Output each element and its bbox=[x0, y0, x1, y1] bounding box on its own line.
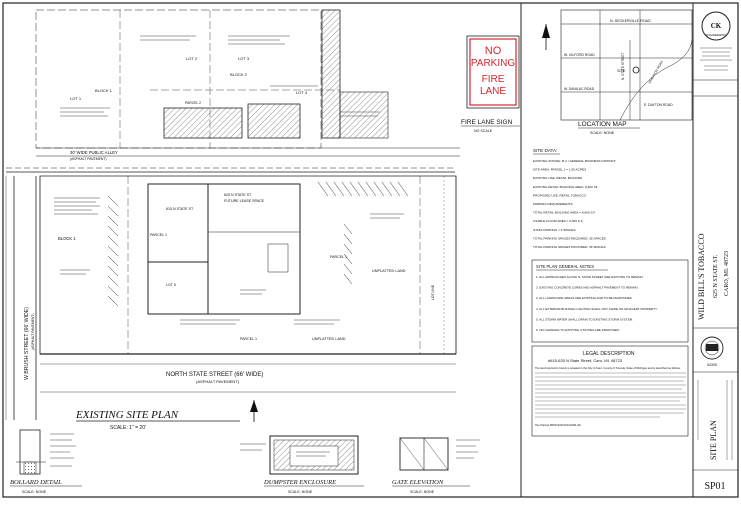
title-block: CK ENGINEERING WILD BILL'S TOBACCO 625 N… bbox=[693, 11, 738, 492]
bollard-detail: BOLLARD DETAIL SCALE: NONE bbox=[10, 429, 82, 494]
map-road-2: W. GILFORD ROAD bbox=[564, 53, 595, 57]
engineer-logo-initials: CK bbox=[711, 22, 722, 30]
block1-label: BLOCK 1 bbox=[95, 88, 113, 93]
site-data-line: STAFF PARKING = 3 SPACES bbox=[533, 228, 576, 232]
unplatted-label-2: UNPLATTED LAND bbox=[312, 337, 346, 341]
parcel1-label-2: PARCEL 1 bbox=[240, 337, 257, 341]
lot4-label: LOT 4 bbox=[296, 90, 308, 95]
sign-line4: LANE bbox=[480, 86, 506, 97]
parking-stalls-west bbox=[107, 195, 119, 307]
map-road-3: W. SANILAC ROAD bbox=[564, 87, 595, 91]
west-street-label: W BRUSH STREET (66' WIDE) bbox=[24, 307, 30, 380]
plan-title: EXISTING SITE PLAN bbox=[75, 409, 179, 421]
location-map-scale: SCALE: NONE bbox=[590, 131, 615, 135]
location-map: N. DECKERVILLE ROAD W. GILFORD ROAD W. S… bbox=[560, 9, 693, 135]
general-note-line: 3. ALL LANDSCAPE AREAS ARE EXISTING AND … bbox=[536, 296, 633, 300]
gate-scale: SCALE: NONE bbox=[410, 490, 435, 494]
project-address-1: 625 N STATE ST. bbox=[713, 254, 719, 298]
site-data-line: TOTAL RETAIL BUILDING AREA = 8,400 S.F. bbox=[533, 211, 596, 215]
existing-site-plan: 30' WIDE PUBLIC ALLEY (ASPHALT PAVEMENT)… bbox=[5, 9, 460, 431]
block1-site-label: BLOCK 1 bbox=[58, 236, 76, 241]
lot5-label: LOT 5 bbox=[166, 283, 176, 287]
sheet-title: SITE PLAN bbox=[709, 420, 718, 460]
sign-scale: NO SCALE bbox=[474, 129, 493, 133]
sign-line1: NO bbox=[485, 45, 502, 57]
site-data-line: PROPOSED USE: RETAIL TOBACCO bbox=[533, 193, 587, 197]
legal-address: #615-625 N State Street, Caro, MI. 48723 bbox=[548, 358, 623, 363]
west-street-sub: (ASPHALT PAVEMENT) bbox=[31, 314, 35, 351]
parcel2-label: PARCEL 2 bbox=[185, 101, 201, 105]
gate-elevation-detail: GATE ELEVATION SCALE: NONE bbox=[392, 437, 480, 494]
legal-body: The land referred to herein is situated … bbox=[535, 366, 681, 370]
general-notes-title: SITE PLAN GENERAL NOTES bbox=[536, 264, 594, 269]
map-road-5: N. STATE STREET bbox=[621, 53, 625, 80]
sign-line3: FIRE bbox=[482, 74, 505, 85]
engineer-logo-name: ENGINEERING bbox=[705, 33, 727, 37]
lot2-label: LOT 2 bbox=[186, 56, 198, 61]
unplatted-label: UNPLATTED LAND bbox=[372, 269, 406, 273]
south-street-sub: (ASPHALT PAVEMENT) bbox=[196, 379, 240, 384]
site-data-block: SITE DATA: EXISTING ZONING: B-2 / GENERA… bbox=[533, 148, 616, 249]
site-data-line: USABLE FLOOR AREA = 6,300 S.F. bbox=[533, 219, 583, 223]
sign-title: FIRE LANE SIGN bbox=[461, 119, 513, 126]
block2-label: BLOCK 2 bbox=[230, 72, 248, 77]
general-note-line: 1. ALL APPROACHES ALONG N. STATE STREET … bbox=[536, 275, 644, 279]
parking-stalls-east bbox=[317, 181, 409, 285]
site-data-line: SITE AREA: PARCEL 1 = 1.05 ACRES bbox=[533, 168, 586, 172]
general-note-line: 6. NO CHANGES TO EXISTING UTILITIES ARE … bbox=[536, 328, 620, 332]
general-note-line: 2. EXISTING CONCRETE CURBS AND ASPHALT P… bbox=[536, 286, 639, 290]
map-road-6: WHEATON ROAD bbox=[647, 59, 664, 84]
fire-lane-sign: NO PARKING FIRE LANE FIRE LANE SIGN NO S… bbox=[461, 35, 520, 133]
site-data-line: EXISTING ZONING: B-2 / GENERAL BUSINESS … bbox=[533, 159, 616, 163]
building-a-sub: FUTURE LEASE SPACE bbox=[224, 199, 265, 203]
site-data-line: TOTAL PARKING SPACES PROVIDED: 36 SPACES bbox=[533, 245, 606, 249]
lot-line-label: LOT LINE bbox=[431, 284, 435, 300]
lot1-label: LOT 1 bbox=[70, 96, 82, 101]
general-note-line: 4. ALL EXTERIOR BUILDING LIGHTING SHALL … bbox=[536, 307, 658, 311]
dumpster-title: DUMPSTER ENCLOSURE bbox=[263, 479, 336, 486]
bollard-title: BOLLARD DETAIL bbox=[10, 479, 62, 486]
map-road-1: N. DECKERVILLE ROAD bbox=[610, 19, 651, 23]
site-data-line: EXISTING RETAIL BUILDING AREA: 8,400 SF bbox=[533, 185, 598, 189]
project-address-2: CARO, MI. 48723 bbox=[724, 251, 730, 296]
dumpster-scale: SCALE: NONE bbox=[288, 490, 313, 494]
site-data-line: PARKING REQUIREMENTS: bbox=[533, 202, 573, 206]
dumpster-enclosure-detail: DUMPSTER ENCLOSURE SCALE: NONE bbox=[240, 435, 364, 494]
building-a-label: 625 N STATE ST bbox=[224, 193, 252, 197]
map-road-4: E. DAYTON ROAD bbox=[644, 103, 673, 107]
legal-description-block: LEGAL DESCRIPTION #615-625 N State Stree… bbox=[531, 345, 689, 437]
south-street-label: NORTH STATE STREET (66' WIDE) bbox=[166, 372, 263, 378]
gate-title: GATE ELEVATION bbox=[392, 479, 444, 486]
alley-label: 30' WIDE PUBLIC ALLEY bbox=[70, 150, 118, 155]
site-data-line: TOTAL PARKING SPACES REQUIRED: 35 SPACES bbox=[533, 236, 606, 240]
site-data-title: SITE DATA: bbox=[533, 148, 557, 153]
building-b-label: 615 N STATE ST bbox=[166, 207, 194, 211]
bollard-scale: SCALE: NONE bbox=[22, 490, 47, 494]
sign-line2: PARKING bbox=[471, 58, 515, 69]
general-note-line: 5. ALL STORM WATER SHALL DRAIN TO EXISTI… bbox=[536, 317, 633, 321]
engineer-seal: 64305 bbox=[700, 336, 724, 367]
sheet-number: SP01 bbox=[704, 481, 725, 492]
alley-sub-label: (ASPHALT PAVEMENT) bbox=[70, 157, 107, 161]
plan-scale: SCALE: 1" = 20' bbox=[110, 425, 146, 431]
north-arrow-top-icon bbox=[542, 24, 550, 50]
north-arrow-icon bbox=[250, 400, 258, 422]
location-map-title: LOCATION MAP bbox=[578, 121, 627, 128]
seal-number: 64305 bbox=[707, 363, 717, 367]
legal-title: LEGAL DESCRIPTION bbox=[583, 351, 635, 357]
parcel1-label-3: PARCEL 1 bbox=[150, 233, 167, 237]
site-data-line: EXISTING USE: RETAIL BUILDING bbox=[533, 176, 583, 180]
lot3-label: LOT 3 bbox=[238, 56, 250, 61]
general-notes-block: SITE PLAN GENERAL NOTES 1. ALL APPROACHE… bbox=[531, 259, 689, 343]
map-site-label: SITE bbox=[617, 69, 626, 73]
parcel1-label: PARCEL 1 bbox=[330, 255, 347, 259]
legal-tax: Tax Parcel #050-930-000-0030-00 bbox=[535, 423, 581, 427]
project-name: WILD BILL'S TOBACCO bbox=[697, 233, 706, 320]
